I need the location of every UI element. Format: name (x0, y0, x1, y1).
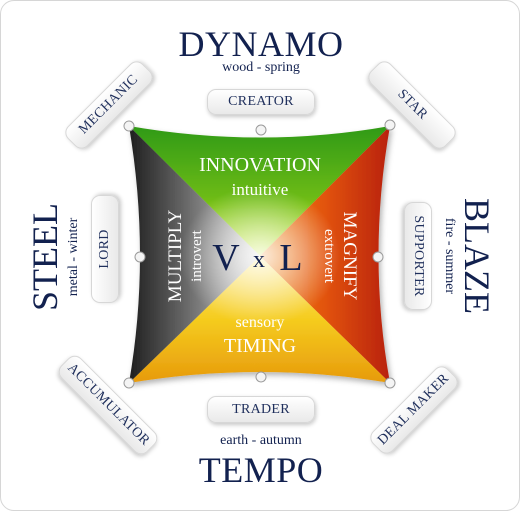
center-v: V (212, 237, 240, 279)
multiply-title: MULTIPLY (165, 210, 186, 303)
dot-top-right (384, 119, 396, 131)
creator-label: CREATOR (228, 94, 294, 109)
trader-label: TRADER (232, 401, 290, 417)
tempo-season: earth - autumn (220, 433, 302, 448)
dot-top (255, 124, 267, 136)
center-l: L (279, 237, 302, 279)
magnify-title: MAGNIFY (339, 212, 360, 301)
center-x: x (253, 247, 265, 273)
dot-bottom (255, 371, 267, 383)
dynamo-season: wood - spring (222, 60, 300, 75)
dot-bottom-right (384, 377, 396, 389)
dynamo-title: DYNAMO (178, 24, 344, 64)
innovation-subtitle: intuitive (232, 180, 289, 199)
innovation-title: INNOVATION (199, 154, 321, 176)
creator-pill: CREATOR (207, 89, 315, 115)
connector-dots (123, 119, 396, 389)
dot-bottom-left (123, 377, 135, 389)
timing-subtitle: sensory (236, 314, 285, 331)
dot-top-left (123, 120, 135, 132)
dot-left (134, 251, 146, 263)
magnify-subtitle: extrovert (321, 229, 337, 284)
tempo-title: TEMPO (198, 450, 324, 490)
trader-pill: TRADER (207, 396, 315, 423)
multiply-subtitle: introvert (189, 229, 205, 281)
dot-right (372, 251, 384, 263)
timing-title: TIMING (224, 335, 296, 357)
center-glow (180, 186, 340, 326)
